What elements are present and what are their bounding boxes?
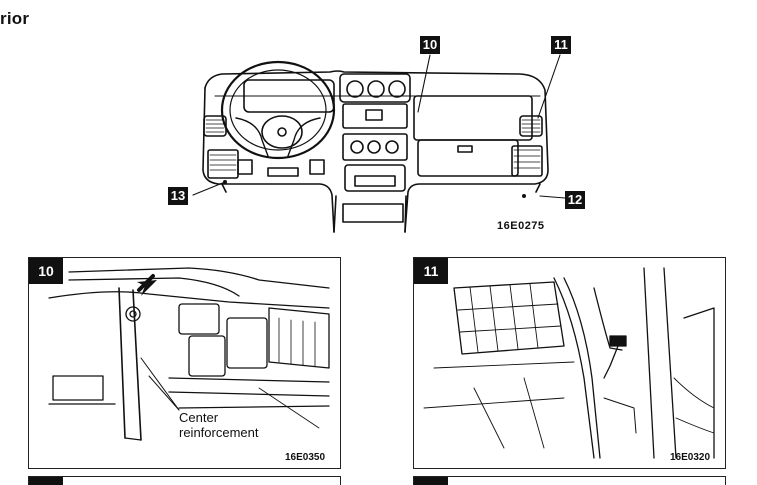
detail-panel-11: 11 16E0320 <box>413 257 726 469</box>
panel-number: 11 <box>414 258 448 284</box>
panel-10-figure-code: 16E0350 <box>285 452 326 463</box>
overview-figure-code: 16E0275 <box>497 220 545 232</box>
label-center-reinforcement-line1: Center <box>179 410 219 425</box>
callout-11: 11 <box>551 36 571 54</box>
panel-11-drawing <box>423 267 715 459</box>
dashboard-drawing <box>192 54 566 233</box>
callout-13: 13 <box>168 187 188 205</box>
cropped-panel-right <box>413 476 726 485</box>
panel-number: 10 <box>29 258 63 284</box>
callout-10: 10 <box>420 36 440 54</box>
panel-11-figure-code: 16E0320 <box>670 452 711 463</box>
callout-12: 12 <box>565 191 585 209</box>
dashboard-overview-diagram: 10 11 13 12 16E0275 <box>168 36 585 233</box>
cropped-panel-left <box>28 476 341 485</box>
detail-panel-10: 10 <box>28 257 341 469</box>
label-center-reinforcement-line2: reinforcement <box>179 425 259 440</box>
page-title: rior <box>0 9 30 28</box>
panel-10-drawing <box>48 267 330 441</box>
